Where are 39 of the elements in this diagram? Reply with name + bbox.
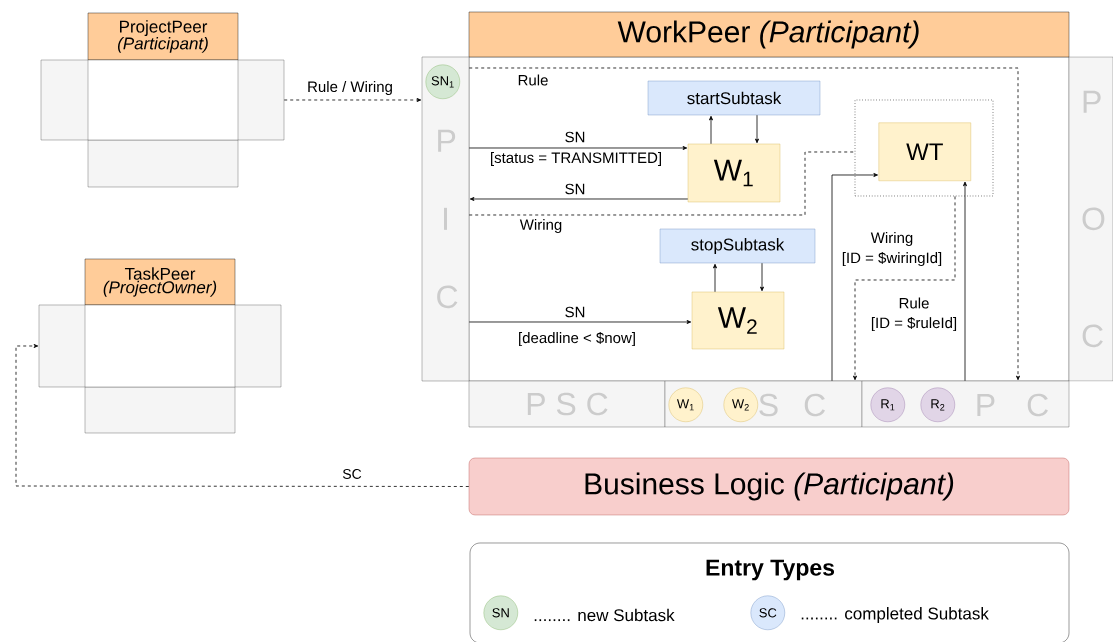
worker-box: WT [878, 122, 971, 181]
dotted-frame [854, 99, 994, 197]
arrow [468, 320, 692, 324]
peer-box [40, 59, 285, 188]
operation-box: stopSubtask [659, 228, 816, 264]
arrow [963, 181, 967, 382]
legend-text: ........ new Subtask [534, 608, 675, 622]
edge-label: SC [342, 469, 362, 479]
worker-box: W$_{2}$ [691, 291, 785, 350]
edge-label: Rule / Wiring [308, 81, 392, 95]
arrow [709, 115, 713, 145]
condition-label: [ID = $ruleId] [871, 316, 957, 332]
edge-label: Rule [899, 297, 929, 309]
peer-header: WorkPeer (Participant) [468, 11, 1070, 58]
edge-label: SN [565, 131, 585, 143]
edge-label: Rule [518, 74, 548, 86]
arrow [853, 196, 956, 381]
arrow [713, 263, 717, 293]
condition-label: [deadline < $now] [519, 331, 635, 347]
legend-text: ........ completed Subtask [801, 607, 989, 623]
worker-box: W$_{1}$ [687, 143, 781, 203]
logic-box: Business Logic (Participant) [468, 457, 1070, 516]
arrow [469, 197, 689, 201]
arrow [831, 173, 878, 382]
arrow [15, 344, 470, 487]
peer-header: TaskPeer (ProjectOwner) [84, 258, 236, 306]
edge-label: SN [565, 306, 585, 318]
arrow [755, 114, 759, 144]
arrow [283, 98, 422, 102]
peer-box [38, 304, 282, 434]
arrow [468, 146, 688, 150]
condition-label: [ID = $wiringId] [842, 251, 942, 267]
edge-label: Wiring [519, 219, 562, 233]
edge-label: Wiring [870, 232, 913, 246]
operation-box: startSubtask [647, 80, 821, 116]
condition-label: [status = TRANSMITTED] [491, 152, 661, 166]
arrow [760, 262, 764, 292]
edge-label: SN [565, 183, 585, 195]
peer-header: ProjectPeer (Participant) [87, 12, 239, 61]
